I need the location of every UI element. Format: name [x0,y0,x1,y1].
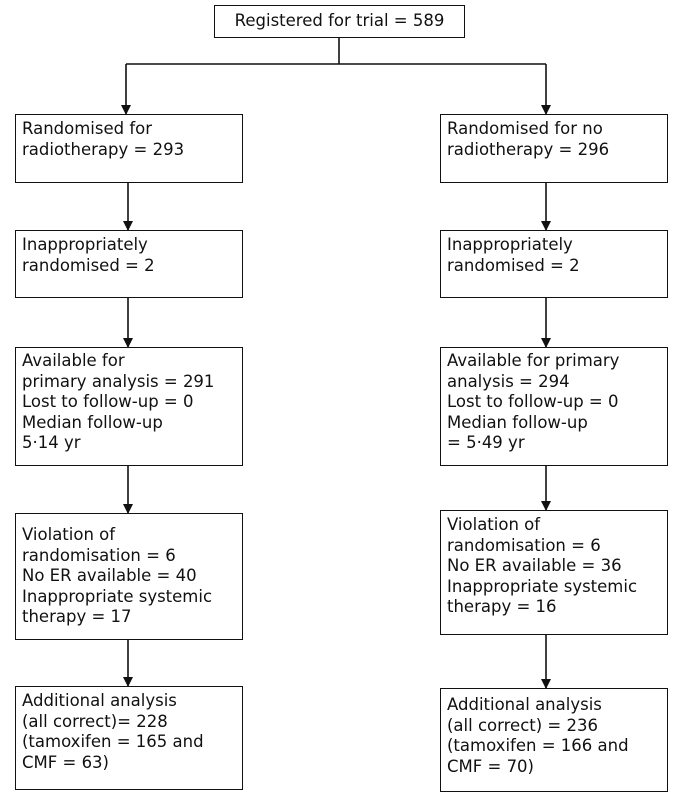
box-text-line: (tamoxifen = 166 and [447,736,629,755]
box-text-line: Lost to follow-up = 0 [22,392,194,411]
box-text-line: Violation of [22,525,116,544]
box-text-line: (all correct)= 228 [22,711,168,731]
box-text-line: randomised = 2 [22,255,155,275]
box-text-line: = 5·49 yr [447,433,525,452]
registered-box: Registered for trial = 589 [214,5,465,38]
box-text-line: primary analysis = 291 [22,371,215,391]
box-text-line: Violation of [447,515,541,534]
box-text-line: Median follow-up [447,412,588,432]
box-text-line: therapy = 17 [22,607,132,626]
box-text-line: (tamoxifen = 165 and [22,732,204,751]
box-text-line: randomisation = 6 [22,545,176,565]
box-text-line: Randomised for [22,119,153,138]
box-text-line: radiotherapy = 293 [22,139,185,159]
box-text-line: Available for [22,351,125,370]
box-text-line: Inappropriately [447,235,573,254]
left-additional-box: Additional analysis(all correct)= 228(ta… [15,686,243,790]
box-text-line: Inappropriately [22,235,148,254]
box-text-line: radiotherapy = 296 [447,139,610,159]
box-text-line: (all correct) = 236 [447,715,598,735]
box-text-line: Inappropriate systemic [447,576,638,596]
box-text-line: No ER available = 40 [22,566,197,585]
box-text-line: CMF = 70) [447,756,534,776]
right-additional-box: Additional analysis(all correct) = 236(t… [440,688,668,792]
box-text-line: 5·14 yr [22,433,81,452]
box-text-line: analysis = 294 [447,371,570,391]
box-text-line: Available for primary [447,351,620,370]
box-text-line: Additional analysis [447,695,602,714]
box-text-line: Registered for trial = 589 [234,11,445,30]
box-text-line: Randomised for no [447,119,603,138]
box-text-line: CMF = 63) [22,752,109,772]
box-text-line: Median follow-up [22,412,163,432]
box-text-line: randomised = 2 [447,255,580,275]
box-text-line: therapy = 16 [447,597,557,616]
box-text-line: Additional analysis [22,691,177,710]
box-text-line: No ER available = 36 [447,556,622,575]
box-text-line: Inappropriate systemic [22,586,213,606]
box-text-line: Lost to follow-up = 0 [447,392,619,411]
box-text-line: randomisation = 6 [447,535,601,555]
